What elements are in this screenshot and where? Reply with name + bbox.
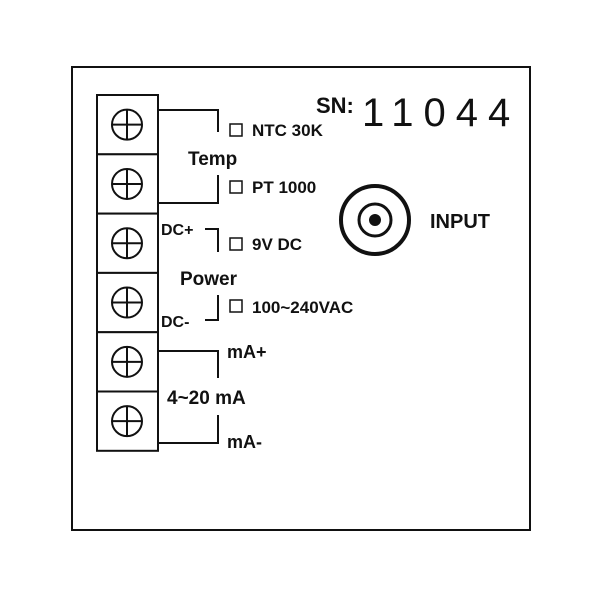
- terminal-screw-5: [96, 331, 159, 393]
- ma-plus-label: mA+: [227, 342, 267, 362]
- ntc-checkbox[interactable]: [229, 123, 243, 137]
- temp-wire-bottom: [158, 175, 219, 204]
- 9vdc-checkbox[interactable]: [229, 237, 243, 251]
- terminal-screw-6: [96, 390, 159, 452]
- ma-minus-label: mA-: [227, 432, 262, 452]
- input-label: INPUT: [430, 211, 490, 233]
- current-label: 4~20 mA: [167, 388, 246, 409]
- dc-plus-label: DC+: [161, 222, 193, 239]
- input-connector-icon: [339, 184, 411, 256]
- dc-minus-label: DC-: [161, 314, 189, 331]
- serial-prefix: SN:: [316, 93, 354, 118]
- pt1000-checkbox[interactable]: [229, 180, 243, 194]
- terminal-screw-1: [96, 94, 159, 156]
- serial-number: 11044: [362, 91, 520, 135]
- ma-wire-top: [158, 350, 219, 378]
- ntc-label: NTC 30K: [252, 121, 324, 140]
- ma-wire-bottom: [158, 415, 219, 444]
- terminal-screw-3: [96, 212, 159, 274]
- pt1000-label: PT 1000: [252, 178, 316, 197]
- 9vdc-label: 9V DC: [252, 235, 302, 254]
- terminal-screw-2: [96, 153, 159, 215]
- power-wire-bottom: [205, 295, 219, 321]
- terminal-screw-4: [96, 271, 159, 334]
- power-wire-top: [205, 228, 219, 252]
- ac-checkbox[interactable]: [229, 299, 243, 313]
- temp-label: Temp: [188, 149, 237, 170]
- terminal-block: [96, 94, 159, 452]
- power-label: Power: [180, 269, 238, 290]
- ac-label: 100~240VAC: [252, 298, 353, 317]
- temp-wire-top: [158, 109, 219, 132]
